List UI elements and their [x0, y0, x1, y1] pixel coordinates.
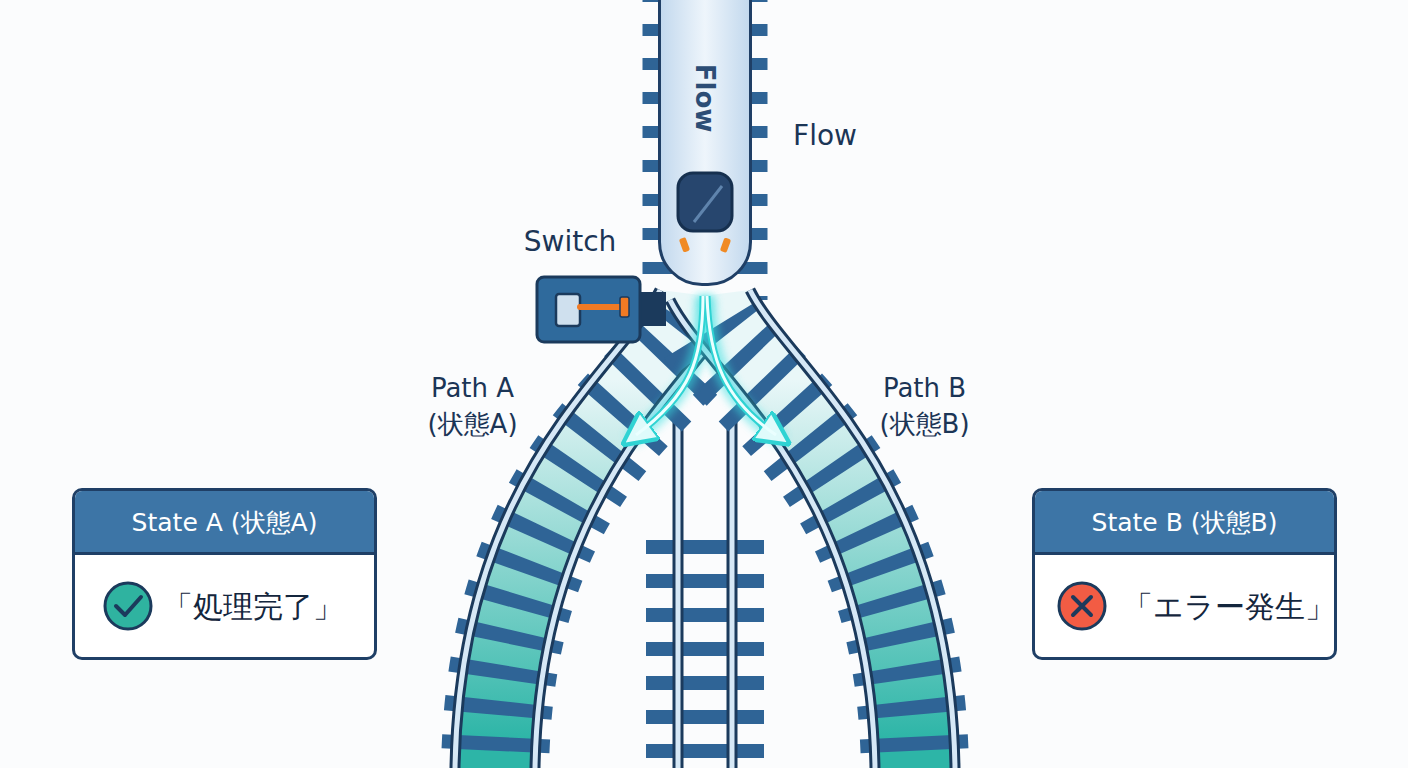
train-light	[720, 237, 731, 253]
flow-label: Flow	[770, 116, 880, 155]
arrow-glow	[707, 296, 782, 440]
lever-base	[556, 294, 580, 326]
arrow-glow	[630, 296, 703, 440]
state-box: State B (状態B)「エラー発生」	[1032, 488, 1337, 660]
rail	[673, 420, 684, 768]
branch-track	[670, 290, 955, 768]
flow-arrows	[630, 296, 782, 440]
train-text: Flow	[685, 54, 725, 142]
switch-label: Switch	[505, 222, 635, 261]
train-light	[679, 237, 690, 253]
check-mark	[116, 597, 141, 615]
windshield-glare	[694, 186, 722, 222]
state-message: 「処理完了」	[163, 558, 368, 657]
train-windshield	[678, 173, 732, 231]
flow-arrow-core	[636, 296, 703, 435]
state-heading: State A (状態A)	[75, 491, 374, 555]
state-box: State A (状態A)「処理完了」	[72, 488, 377, 660]
check-icon	[105, 583, 151, 629]
train-node: Flow	[658, 0, 752, 286]
branch-track	[455, 290, 740, 768]
rail	[727, 420, 738, 768]
path-label: Path A (状態A)	[410, 370, 535, 443]
lever-knob	[620, 297, 629, 317]
error-mark	[1073, 597, 1091, 615]
rail	[676, 420, 681, 768]
switch-lever	[580, 304, 622, 310]
flow-arrow-core	[707, 296, 776, 435]
rail	[730, 420, 735, 768]
path-label: Path B (状態B)	[862, 370, 987, 443]
state-message: 「エラー発生」	[1123, 558, 1328, 657]
track-ties	[646, 540, 764, 768]
switch-box	[537, 277, 640, 342]
error-icon	[1059, 583, 1105, 629]
flow-arrow	[636, 296, 703, 435]
state-heading: State B (状態B)	[1035, 491, 1334, 555]
flow-arrow	[707, 296, 776, 435]
